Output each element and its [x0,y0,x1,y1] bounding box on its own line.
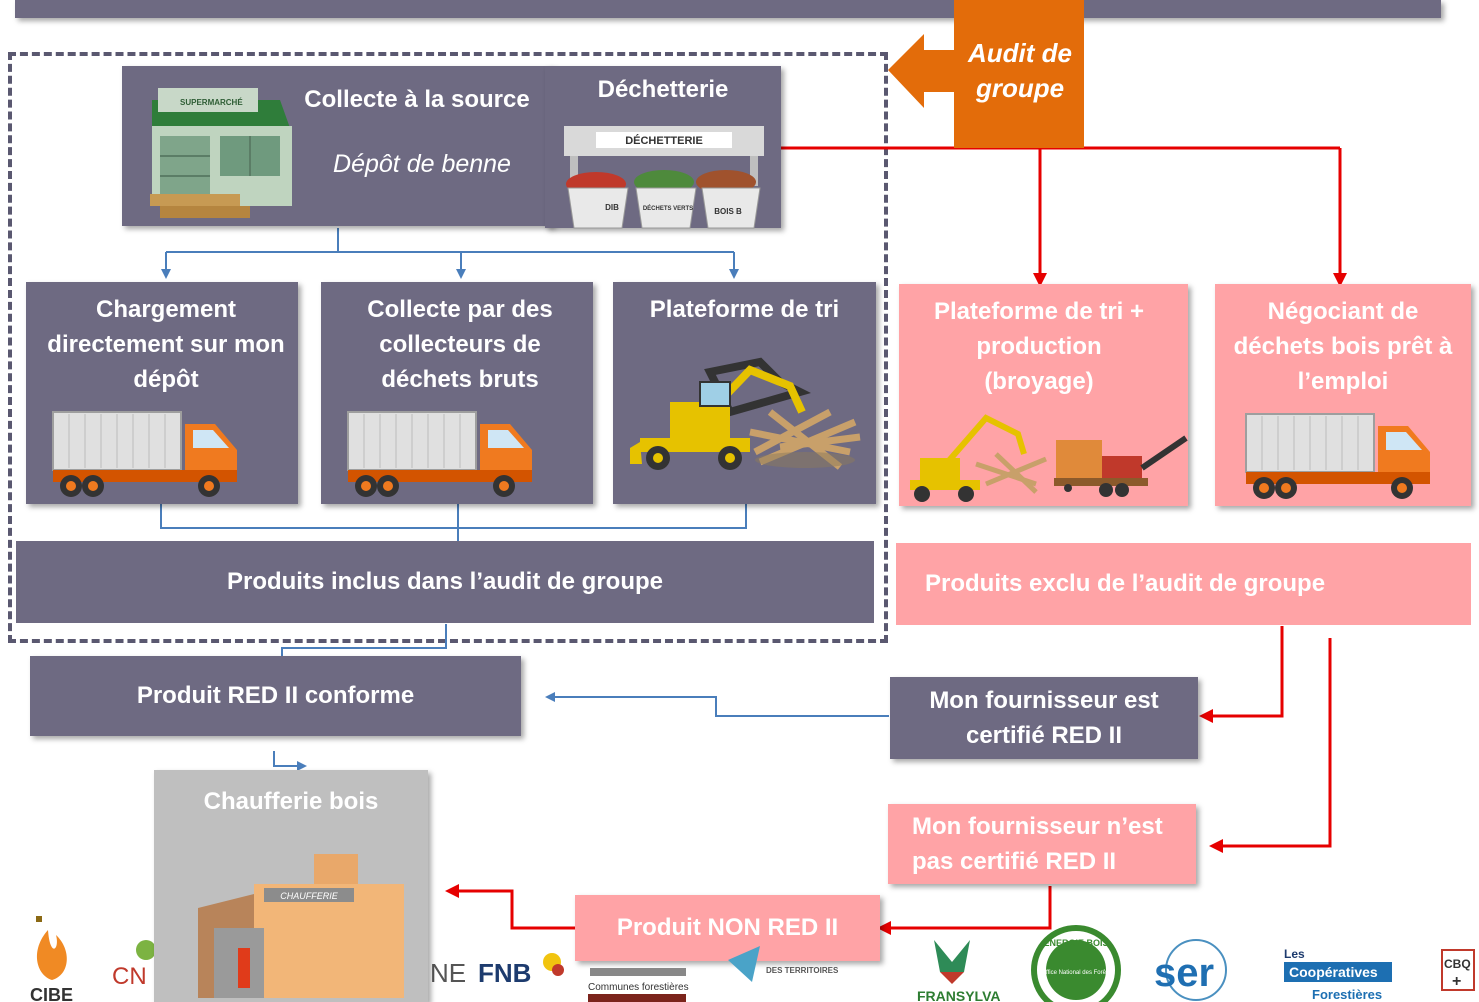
supplier-certified-label: Mon fournisseur est certifié RED II [929,687,1159,749]
chaufferie-box: Chaufferie bois CHAUFFERIE [154,770,428,1002]
chaufferie-building-icon: CHAUFFERIE [198,854,404,998]
cbq-logo: CBQ + [1441,949,1475,991]
included-products-label: Produits inclus dans l’audit de groupe [226,568,664,595]
truck-icon [347,411,532,497]
communes-text: Communes forestières [588,982,689,993]
blue-connector-tree [160,228,889,771]
red-connector-paths [445,146,1347,935]
cooperatives-text-2: Coopératives [1289,964,1378,980]
collecte-source-title: Collecte à la source [304,86,530,113]
audit-group-label: Audit de groupe [968,38,1072,103]
dechetterie-illustration: DÉCHETTERIE DIB DÉCHETS VERTS BOIS B [564,126,764,229]
dechetterie-title: Déchetterie [597,76,729,103]
included-products-bar: Produits inclus dans l’audit de groupe [16,541,874,623]
supermarket-sign: SUPERMARCHÉ [180,98,243,107]
onf-text: Office National des Forêts [1041,970,1110,976]
cooperatives-logo: Les Coopératives Forestières [1284,947,1392,1002]
truck-icon [1245,413,1430,499]
supplier-not-certified-box: Mon fournisseur n’est pas certifié RED I… [888,804,1196,884]
audit-group-arrow [888,0,1084,148]
fnb-text: FNB [478,958,531,988]
non-red-label: Produit NON RED II [616,914,839,941]
ser-logo: ser [1154,939,1227,1001]
communes-logo: Communes forestières [588,968,689,1002]
bin-label-dechets-verts: DÉCHETS VERTS [643,204,693,212]
excluded-products-label: Produits exclu de l’audit de groupe [925,570,1326,597]
collecte-source-subtitle: Dépôt de benne [333,150,511,178]
non-red-box: Produit NON RED II [575,895,880,961]
excluded-products-bar: Produits exclu de l’audit de groupe [896,543,1471,625]
fransylva-text: FRANSYLVA [917,988,1000,1002]
outer-box-plateforme-production-title: Plateforme de tri + production (broyage) [933,298,1145,395]
bin-label-dib: DIB [605,203,619,212]
red-conforme-box: Produit RED II conforme [30,656,521,736]
inner-box-collecteurs-title: Collecte par des collecteurs de déchets … [367,296,553,393]
cooperatives-text-3: Forestières [1312,987,1382,1002]
cibe-text: CIBE [30,985,73,1002]
chaufferie-title: Chaufferie bois [203,788,379,815]
cibe-logo: CIBE [30,916,73,1002]
chaufferie-sign: CHAUFFERIE [280,891,338,901]
truck-icon [52,411,237,497]
svg-text:+: + [1452,973,1461,990]
territoires-logo: DES TERRITOIRES [728,946,839,982]
audit-group-boundary [8,52,888,643]
cnp-text: CN [112,963,147,990]
energie-bois-text: ÉNERGIE BOIS [1043,938,1108,948]
energie-bois-logo: ÉNERGIE BOIS Office National des Forêts [1031,925,1121,1002]
crusher-icon [910,414,1188,502]
dechetterie-sign: DÉCHETTERIE [625,134,703,147]
cbq-text: CBQ [1444,957,1471,971]
inner-box-plateforme-title: Plateforme de tri [649,296,840,323]
supplier-not-certified-label: Mon fournisseur n’est pas certifié RED I… [912,813,1163,875]
excavator-icon [630,357,861,470]
outer-box-negociant-title: Négociant de déchets bois prêt à l’emplo… [1233,298,1453,395]
cooperatives-text-1: Les [1284,947,1305,961]
inner-box-chargement-title: Chargement directement sur mon dépôt [47,296,285,393]
ne-text: NE [430,958,466,988]
territoires-text: DES TERRITOIRES [766,966,839,975]
red-conforme-label: Produit RED II conforme [136,682,415,709]
fnb-logo: FNB [478,953,564,988]
supplier-certified-box: Mon fournisseur est certifié RED II [890,677,1198,759]
bin-label-bois-b: BOIS B [714,207,742,216]
cnp-logo: CN [112,940,156,990]
top-banner [15,0,1441,18]
supermarket-icon: SUPERMARCHÉ [150,88,292,218]
fransylva-logo: FRANSYLVA [917,940,1000,1002]
ser-text: ser [1154,951,1214,995]
